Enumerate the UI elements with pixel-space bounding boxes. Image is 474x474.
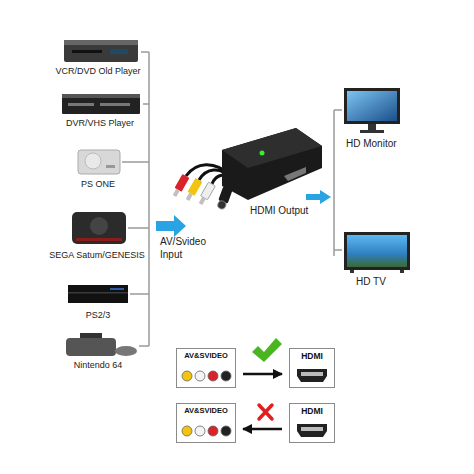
- rca-jack: [208, 371, 218, 381]
- port-box: HDMI: [289, 348, 335, 388]
- device-label: PS ONE: [81, 179, 118, 189]
- vcr-display: [110, 49, 128, 54]
- node-text: HD TV: [356, 276, 386, 288]
- node-text: DVR/VHS Player: [66, 118, 137, 128]
- plug-tip: [217, 200, 227, 210]
- node-text: Nintendo 64: [74, 360, 125, 370]
- sega-stripe: [76, 238, 122, 241]
- node-text: HD Monitor: [346, 138, 397, 150]
- check-mark: [252, 338, 282, 362]
- vcr-slot: [72, 50, 102, 53]
- red-plug: [171, 174, 189, 198]
- dvr-body: [62, 94, 140, 114]
- ps2-body: [68, 285, 128, 303]
- monitor-stand: [368, 124, 376, 130]
- converter-top: [222, 128, 322, 168]
- plug-tip: [186, 193, 193, 201]
- rca-jack: [182, 426, 192, 436]
- port-box: HDMI: [289, 403, 335, 443]
- monitor-base: [360, 130, 384, 133]
- plug-tip: [199, 197, 206, 205]
- node-text: PS ONE: [81, 179, 118, 189]
- flow-arrow: [243, 428, 282, 431]
- vcr-top: [64, 40, 138, 45]
- device-label: DVR/VHS Player: [66, 118, 137, 128]
- rca-jack: [208, 426, 218, 436]
- tv-frame: [344, 232, 410, 270]
- device-label: VCR/DVD Old Player: [55, 66, 143, 76]
- device-label: SEGA Satum/GENESIS: [49, 250, 147, 260]
- node-text: AV&SVIDEO: [177, 404, 235, 415]
- port-box: AV&SVIDEO: [176, 348, 236, 388]
- white-plug: [197, 182, 215, 206]
- port-label: AV/Svideo Input: [160, 236, 222, 261]
- dvr-slot: [68, 103, 94, 106]
- tv-screen: [347, 235, 407, 267]
- ps2-line: [68, 292, 128, 294]
- port-label: HDMI Output: [250, 205, 308, 218]
- port-box: AV&SVIDEO: [176, 403, 236, 443]
- hdmi-jack-pins: [301, 427, 323, 431]
- display-label: HD TV: [356, 276, 386, 288]
- vcr-body: [64, 40, 138, 62]
- tv-foot: [400, 270, 404, 273]
- rca-jack: [195, 426, 205, 436]
- power-led: [260, 151, 265, 156]
- cross-mark: [259, 405, 272, 419]
- display-bracket: [334, 110, 342, 256]
- node-text: SEGA Satum/GENESIS: [49, 250, 147, 260]
- dvr-top: [62, 94, 140, 98]
- hdmi-jack: [297, 369, 327, 382]
- node-text: AV&SVIDEO: [177, 349, 235, 360]
- converter-body: [222, 128, 322, 200]
- hdmi-jack-pins: [301, 372, 323, 376]
- svideo-jack: [221, 371, 231, 381]
- display-label: HD Monitor: [346, 138, 397, 150]
- node-text: PS2/3: [86, 310, 113, 320]
- device-label: PS2/3: [86, 310, 113, 320]
- device-label: Nintendo 64: [74, 360, 125, 370]
- rca-jack: [182, 371, 192, 381]
- monitor-frame: [344, 88, 400, 124]
- hdmi-port: [284, 167, 306, 181]
- sega-body: [72, 212, 126, 244]
- sega-dome: [90, 217, 108, 235]
- hdmi-jack: [297, 424, 327, 437]
- flow-arrow: [243, 373, 282, 376]
- output-arrow: [306, 190, 331, 204]
- input-arrow: [156, 215, 186, 237]
- plug-tip: [173, 189, 180, 197]
- n64-body: [66, 338, 116, 356]
- yellow-plug: [184, 178, 202, 202]
- n64-controller: [115, 346, 137, 356]
- source-bracket: [122, 52, 149, 346]
- psone-lid: [85, 153, 101, 169]
- node-text: HDMI: [290, 349, 334, 361]
- node-text: HDMI: [290, 404, 334, 416]
- vhs-slot: [100, 103, 130, 106]
- svideo-jack: [221, 426, 231, 436]
- tv-foot: [350, 270, 354, 273]
- monitor-screen: [347, 91, 397, 121]
- psone-button: [106, 165, 115, 168]
- rca-jack: [195, 371, 205, 381]
- psone-body: [78, 150, 120, 174]
- node-text: VCR/DVD Old Player: [55, 66, 143, 76]
- ps2-logo: [110, 288, 124, 290]
